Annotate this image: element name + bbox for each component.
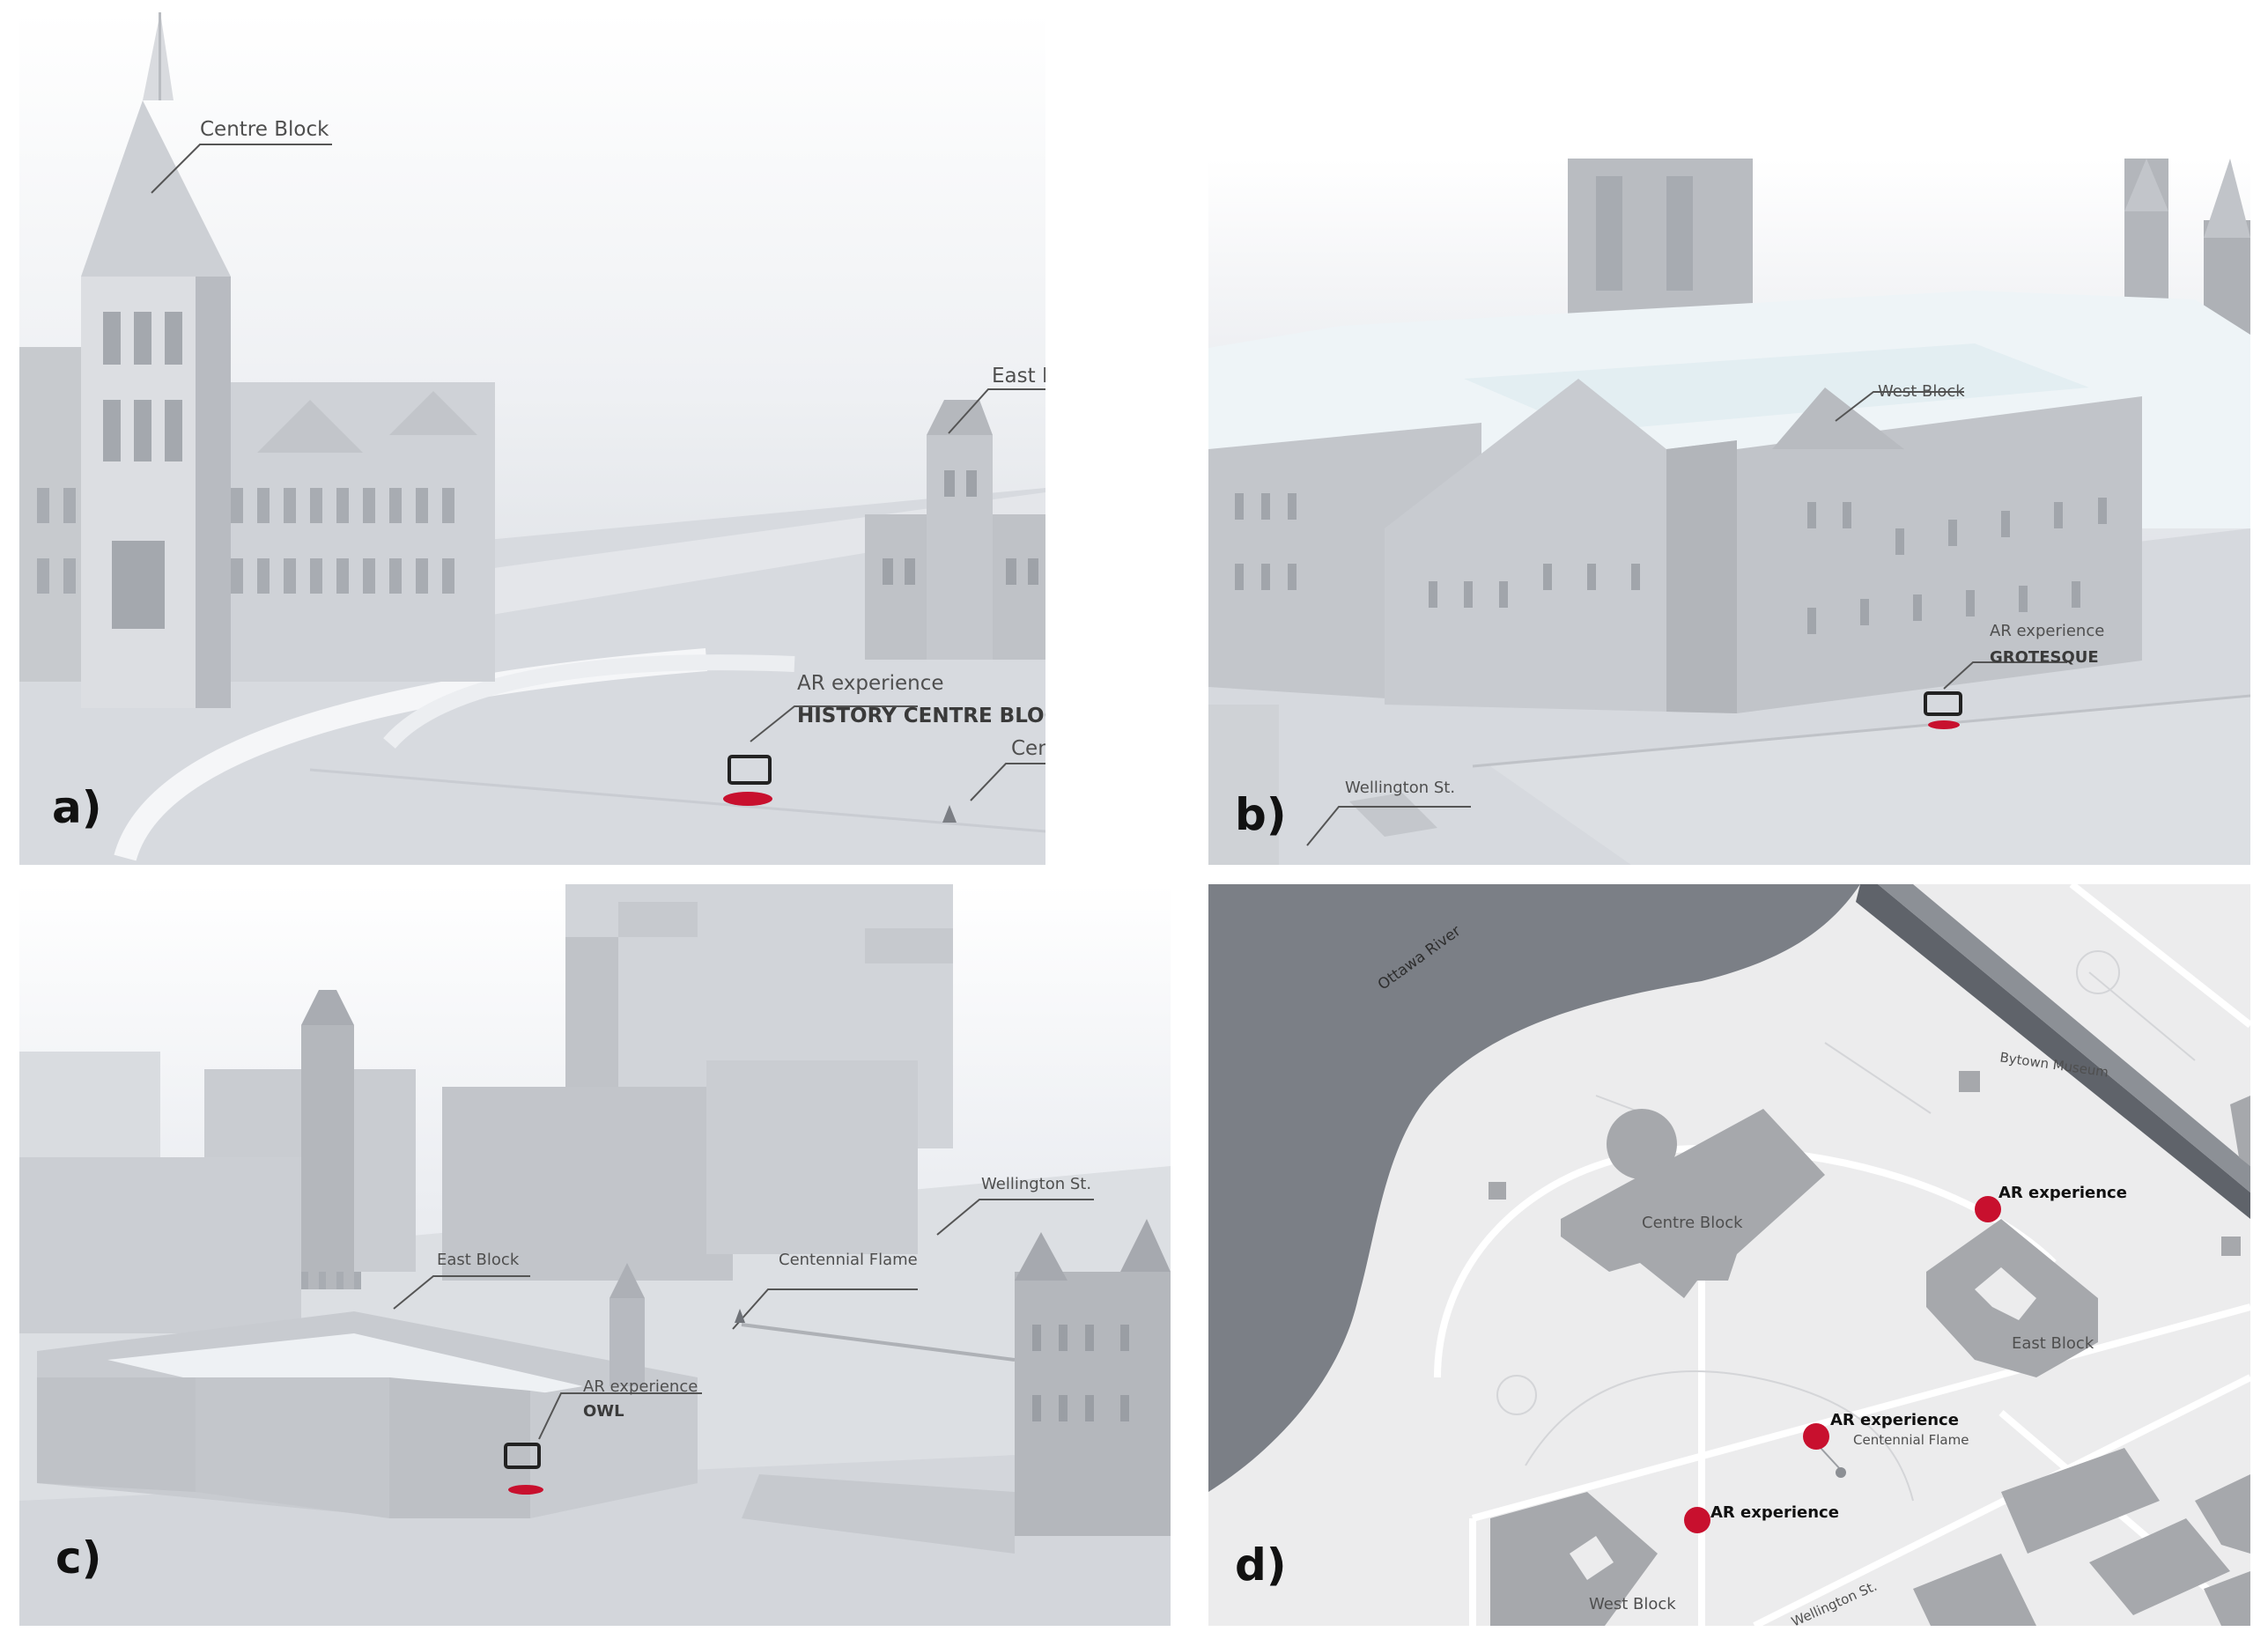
label-centre-block: Centre Block <box>1642 1214 1743 1232</box>
panel-label-b: b) <box>1235 789 1287 840</box>
label-ar-2: AR experience <box>1830 1411 1959 1429</box>
flame-icon <box>942 805 957 823</box>
flame-icon <box>735 1309 745 1323</box>
label-wellington: Wellington St. <box>1345 779 1456 797</box>
label-centennial-flame: Centennial Flame <box>1853 1432 1969 1448</box>
ar-marker-west <box>1684 1507 1710 1533</box>
panel-c: Wellington St. East Block Centennial Fla… <box>19 884 1171 1626</box>
label-ar-3: AR experience <box>1710 1503 1839 1522</box>
label-east-block: East Block <box>437 1251 520 1269</box>
rideau-canal-water <box>1856 884 2250 1219</box>
panel-c-scene <box>19 884 1171 1626</box>
label-east-block: East Block <box>992 365 1045 388</box>
label-ar-title: GROTESQUE <box>1990 648 2099 667</box>
centre-block-footprint <box>1561 1109 1825 1298</box>
label-wellington: Wellington St. <box>981 1175 1092 1193</box>
label-ar-1: AR experience <box>1998 1184 2127 1202</box>
ar-marker <box>508 1485 543 1495</box>
label-centennial-flame: Centennial Flame <box>1011 737 1045 760</box>
panel-d-map: Ottawa River Bytown Museum Centre Block … <box>1208 884 2250 1626</box>
centennial-flame-point <box>1836 1467 1846 1478</box>
label-ar-title: OWL <box>583 1402 624 1421</box>
panel-b-scene <box>1208 159 2250 865</box>
panel-d-scene <box>1208 884 2250 1626</box>
panel-label-a: a) <box>52 782 102 833</box>
label-west-block: West Block <box>1878 382 1965 401</box>
panel-a: Centre Block East Block AR experience HI… <box>19 12 1045 865</box>
label-ar-experience: AR experience <box>797 672 944 695</box>
label-east-block: East Block <box>2012 1334 2094 1353</box>
label-centennial-flame: Centennial Flame <box>779 1251 918 1269</box>
label-ar-experience: AR experience <box>1990 622 2105 640</box>
ottawa-river-water <box>1208 884 1860 1492</box>
panel-label-c: c) <box>55 1532 102 1584</box>
ar-phone-icon <box>1924 691 1962 716</box>
ar-phone-icon <box>504 1443 541 1469</box>
panel-label-d: d) <box>1235 1539 1287 1591</box>
label-ar-title: HISTORY CENTRE BLOCK <box>797 705 1045 727</box>
ar-marker <box>723 792 772 806</box>
panel-a-scene <box>19 12 1045 865</box>
label-ar-experience: AR experience <box>583 1377 698 1396</box>
panel-b: West Block AR experience GROTESQUE Welli… <box>1208 159 2250 865</box>
ar-marker-flame <box>1803 1423 1829 1450</box>
ar-marker <box>1928 720 1960 729</box>
label-centre-block: Centre Block <box>200 118 329 141</box>
label-west-block: West Block <box>1589 1595 1676 1613</box>
ar-phone-icon <box>728 755 772 785</box>
ar-marker-east <box>1975 1196 2001 1222</box>
